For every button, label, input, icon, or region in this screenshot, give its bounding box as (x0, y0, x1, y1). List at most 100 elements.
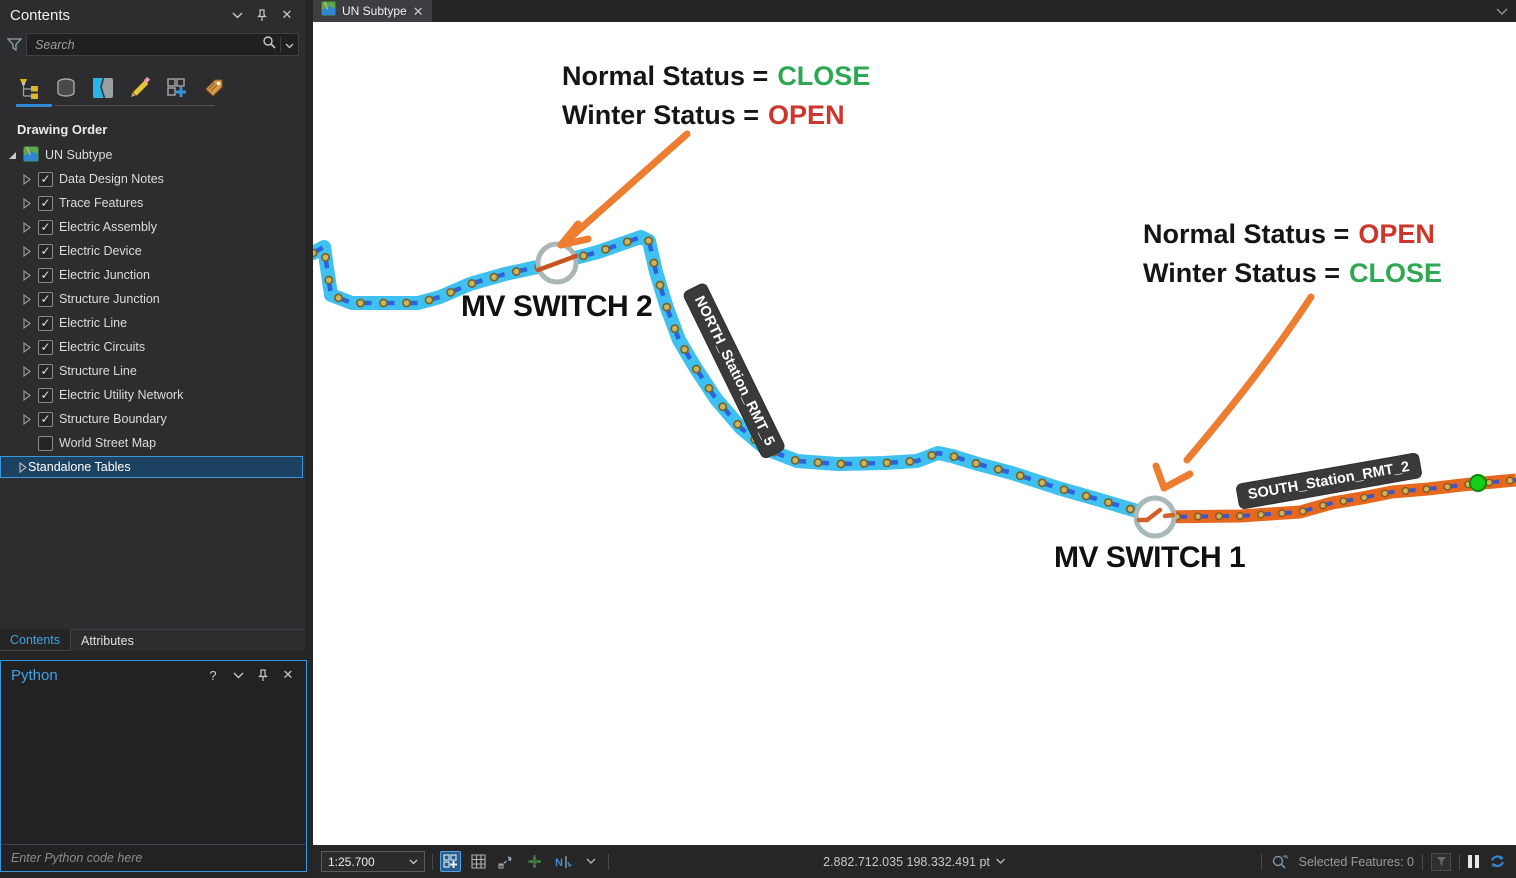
collapsed-triangle-icon[interactable] (21, 413, 32, 425)
chevron-down-icon[interactable] (229, 7, 245, 23)
orange-electric-line (1152, 473, 1516, 524)
tab-attributes[interactable]: Attributes (81, 633, 134, 648)
layer-checkbox[interactable]: ✓ (38, 219, 53, 235)
layer-item-electric-device[interactable]: ✓ Electric Device (0, 239, 305, 263)
junction-point-green[interactable] (1469, 474, 1487, 492)
collapsed-triangle-icon[interactable] (21, 269, 32, 281)
chevron-down-icon[interactable] (580, 851, 601, 872)
north-arrow-icon[interactable]: N (552, 851, 573, 872)
zoom-to-selection-icon[interactable] (1270, 851, 1291, 872)
dynamic-constraints-icon[interactable] (496, 851, 517, 872)
arrow-to-switch-2 (557, 130, 691, 249)
svg-text:N: N (555, 857, 563, 869)
list-by-visibility-icon[interactable] (90, 75, 116, 101)
layer-label: Structure Boundary (59, 412, 167, 426)
layer-item-structure-line[interactable]: ✓ Structure Line (0, 359, 305, 383)
python-output-area[interactable] (1, 689, 306, 844)
search-icon[interactable] (262, 35, 276, 54)
list-by-snapping-icon[interactable] (164, 75, 190, 101)
contents-pane-tabs: Contents Attributes (0, 629, 305, 651)
pin-icon[interactable] (254, 7, 270, 23)
collapsed-triangle-icon[interactable] (21, 173, 32, 185)
expanded-triangle-icon[interactable] (6, 150, 17, 161)
layer-checkbox[interactable]: ✓ (38, 435, 53, 451)
python-code-input[interactable]: Enter Python code here (1, 844, 306, 871)
python-pane-header: Python ? ✕ (1, 661, 306, 689)
filter-icon[interactable] (4, 35, 24, 55)
scale-dropdown[interactable]: 1:25.700 (321, 851, 425, 872)
layer-checkbox[interactable]: ✓ (38, 315, 53, 331)
layer-checkbox[interactable]: ✓ (38, 387, 53, 403)
layer-checkbox[interactable]: ✓ (38, 243, 53, 259)
layer-tree: UN Subtype ✓ Data Design Notes ✓ Trace F… (0, 143, 305, 478)
layer-checkbox[interactable]: ✓ (38, 195, 53, 211)
layer-checkbox[interactable]: ✓ (38, 363, 53, 379)
layer-label: World Street Map (59, 436, 157, 450)
pause-drawing-icon[interactable] (1468, 855, 1479, 868)
list-by-labeling-tag-icon[interactable] (201, 75, 227, 101)
layer-checkbox[interactable]: ✓ (38, 267, 53, 283)
xy-coordinates-icon[interactable] (524, 851, 545, 872)
list-by-editing-pencil-icon[interactable] (127, 75, 153, 101)
mv-switch-2-symbol[interactable] (535, 241, 579, 285)
pin-icon[interactable] (255, 667, 271, 683)
map-thumbnail-icon (321, 1, 336, 21)
collapsed-triangle-icon[interactable] (21, 389, 32, 401)
close-icon[interactable]: ✕ (412, 3, 424, 19)
layer-label: UN Subtype (45, 148, 113, 162)
close-icon[interactable]: ✕ (282, 667, 294, 682)
collapsed-triangle-icon[interactable] (21, 221, 32, 233)
collapsed-triangle-icon[interactable] (21, 293, 32, 305)
collapsed-triangle-icon[interactable] (17, 461, 28, 473)
list-by-drawing-order-icon[interactable] (16, 75, 42, 101)
layer-item-un-subtype[interactable]: UN Subtype (0, 143, 305, 167)
layer-item-electric-assembly[interactable]: ✓ Electric Assembly (0, 215, 305, 239)
search-input[interactable]: Search (26, 33, 299, 56)
standalone-tables-item[interactable]: Standalone Tables (0, 456, 303, 478)
layer-checkbox[interactable]: ✓ (38, 291, 53, 307)
map-canvas[interactable] (313, 22, 1516, 845)
list-by-source-icon[interactable] (53, 75, 79, 101)
layer-label: Electric Assembly (59, 220, 157, 234)
standalone-tables-label: Standalone Tables (28, 460, 131, 474)
layer-item-trace-features[interactable]: ✓ Trace Features (0, 191, 305, 215)
collapsed-triangle-icon[interactable] (21, 245, 32, 257)
toolbar-underline (0, 103, 305, 108)
layer-label: Trace Features (59, 196, 144, 210)
layer-item-data-design-notes[interactable]: ✓ Data Design Notes (0, 167, 305, 191)
layer-item-structure-junction[interactable]: ✓ Structure Junction (0, 287, 305, 311)
refresh-icon[interactable] (1487, 851, 1508, 872)
collapsed-triangle-icon[interactable] (21, 341, 32, 353)
snapping-toggle-button[interactable] (440, 851, 461, 872)
close-icon[interactable]: ✕ (281, 7, 293, 22)
search-dropdown-chevron-icon[interactable] (285, 36, 294, 54)
coordinates-value: 2.882.712.035 198.332.491 pt (823, 854, 990, 869)
tab-list-chevron-icon[interactable] (1496, 3, 1508, 21)
layer-label: Structure Junction (59, 292, 160, 306)
help-icon[interactable]: ? (209, 667, 217, 683)
layer-label: Data Design Notes (59, 172, 164, 186)
layer-checkbox[interactable]: ✓ (38, 339, 53, 355)
layer-checkbox[interactable]: ✓ (38, 171, 53, 187)
collapsed-triangle-icon[interactable] (21, 197, 32, 209)
layer-item-world-street-map[interactable]: ✓ World Street Map (0, 431, 305, 455)
switch2-normal-status-line: Normal Status =CLOSE (562, 61, 871, 91)
selection-constraint-icon[interactable] (1431, 852, 1451, 871)
mv-switch-1-symbol[interactable] (1133, 495, 1177, 539)
layer-item-electric-circuits[interactable]: ✓ Electric Circuits (0, 335, 305, 359)
layer-item-electric-line[interactable]: ✓ Electric Line (0, 311, 305, 335)
contents-toolbar (0, 59, 305, 101)
layer-item-structure-boundary[interactable]: ✓ Structure Boundary (0, 407, 305, 431)
layer-item-electric-junction[interactable]: ✓ Electric Junction (0, 263, 305, 287)
coordinates-readout[interactable]: 2.882.712.035 198.332.491 pt (823, 855, 1006, 869)
layer-checkbox[interactable]: ✓ (38, 411, 53, 427)
collapsed-triangle-icon[interactable] (21, 317, 32, 329)
layer-item-electric-utility-network[interactable]: ✓ Electric Utility Network (0, 383, 305, 407)
map-tab-un-subtype[interactable]: UN Subtype ✕ (313, 0, 432, 22)
status-value: OPEN (768, 100, 845, 130)
tab-contents[interactable]: Contents (0, 629, 72, 651)
collapsed-triangle-icon[interactable] (21, 365, 32, 377)
chevron-down-icon[interactable] (230, 667, 246, 683)
grid-icon[interactable] (468, 851, 489, 872)
status-value: CLOSE (1349, 258, 1443, 288)
